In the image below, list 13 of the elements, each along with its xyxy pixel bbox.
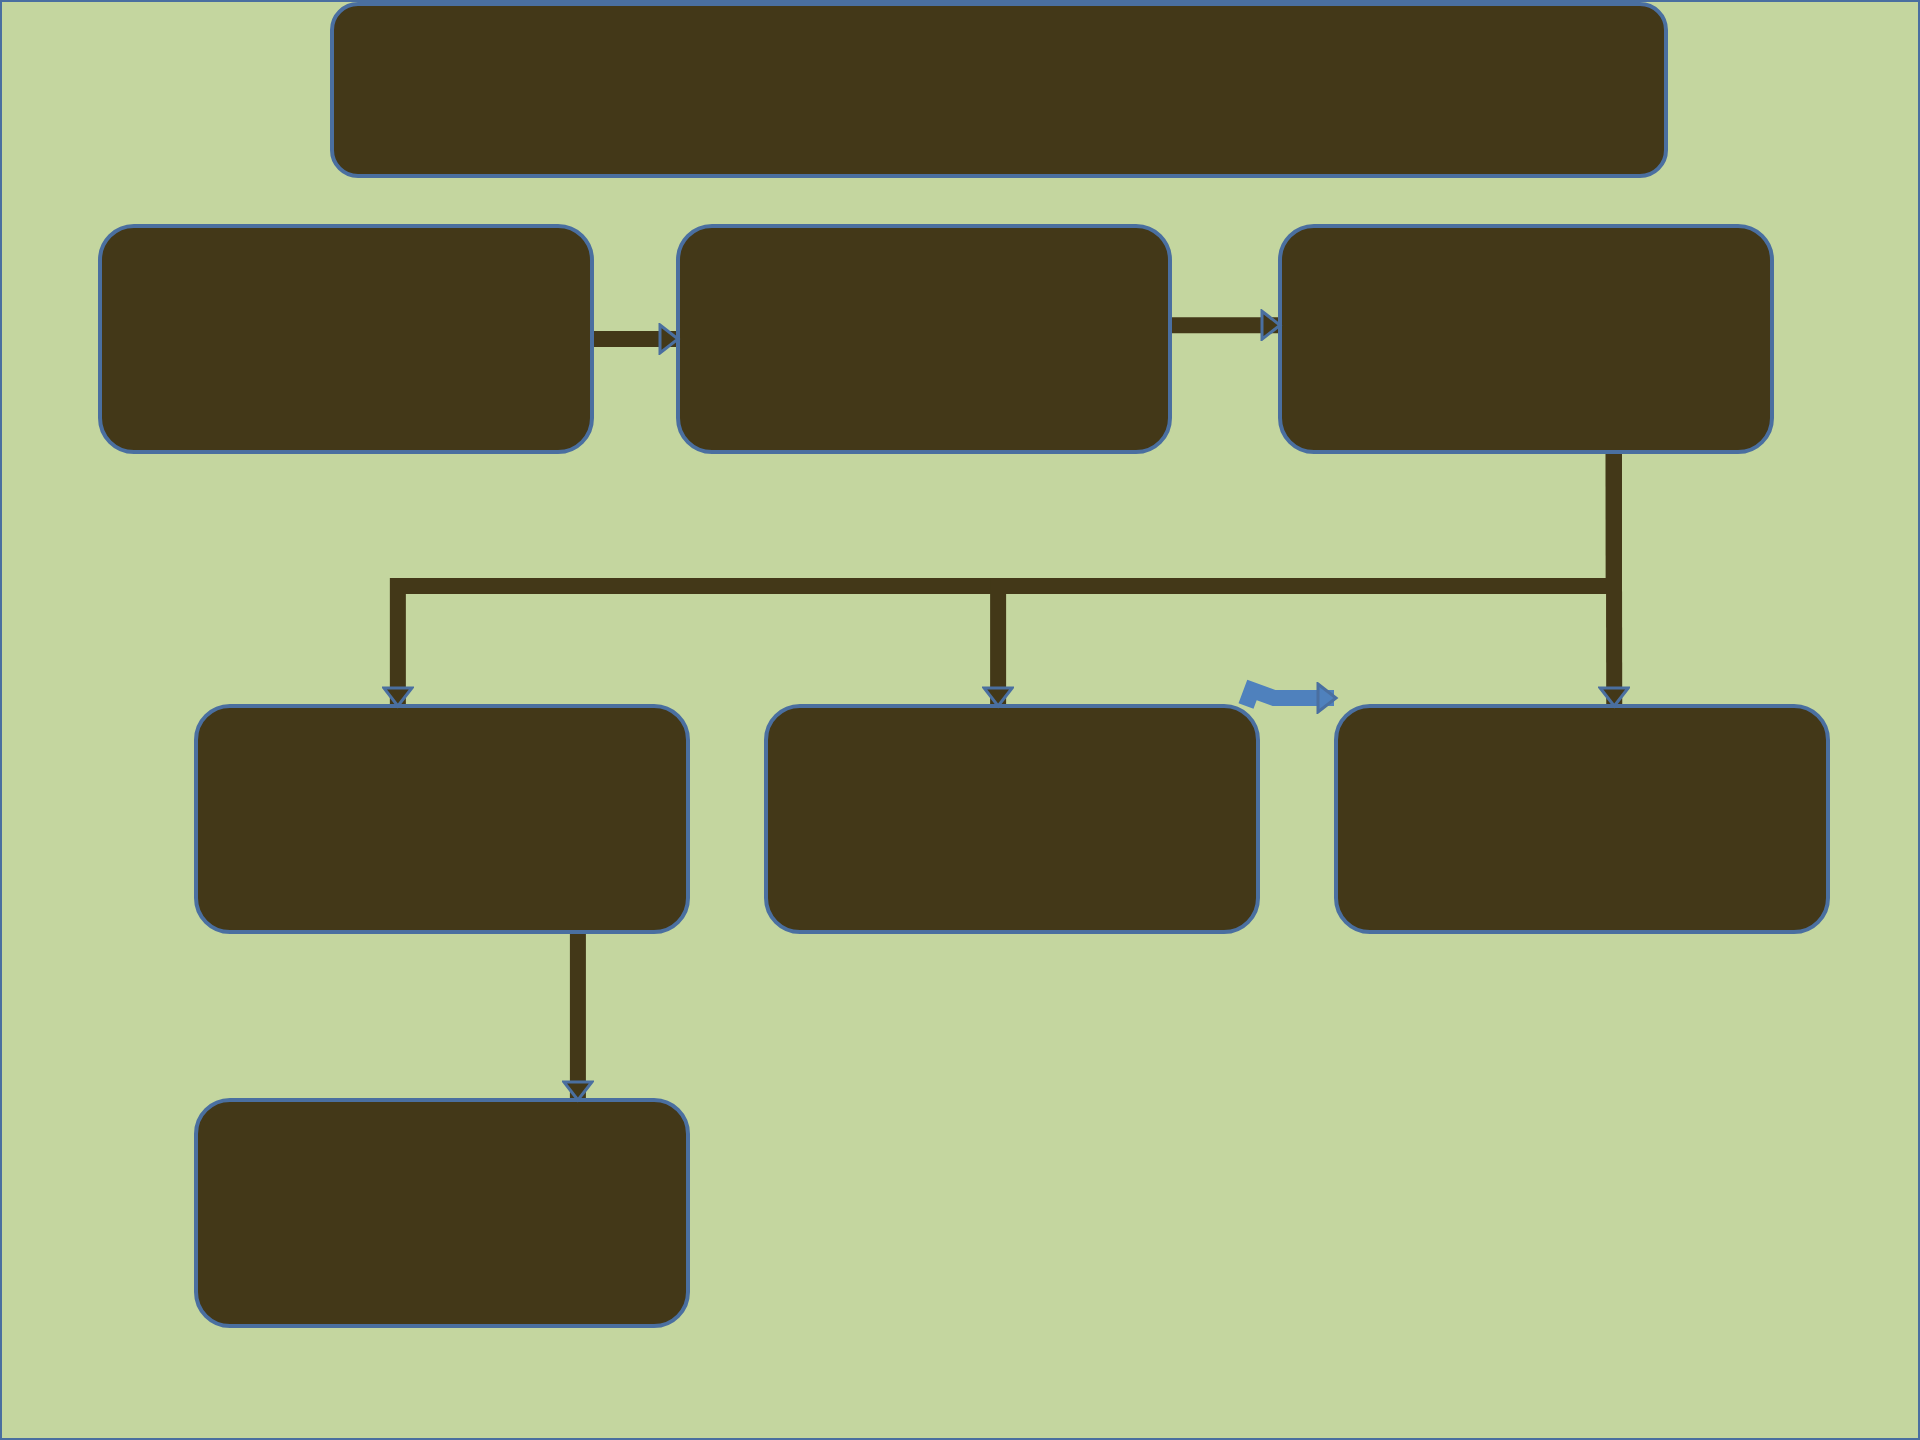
rounded-box bbox=[676, 224, 1172, 454]
rounded-box bbox=[194, 704, 690, 934]
rounded-box bbox=[194, 1098, 690, 1328]
rounded-box bbox=[764, 704, 1260, 934]
arrow bbox=[594, 323, 680, 355]
arrow bbox=[1598, 453, 1630, 708]
rounded-box bbox=[330, 2, 1668, 178]
rounded-box bbox=[1334, 704, 1830, 934]
arrow bbox=[1172, 309, 1282, 341]
arrow bbox=[562, 934, 594, 1102]
rounded-box bbox=[98, 224, 594, 454]
rounded-box bbox=[1278, 224, 1774, 454]
bent-arrow bbox=[1238, 679, 1338, 714]
